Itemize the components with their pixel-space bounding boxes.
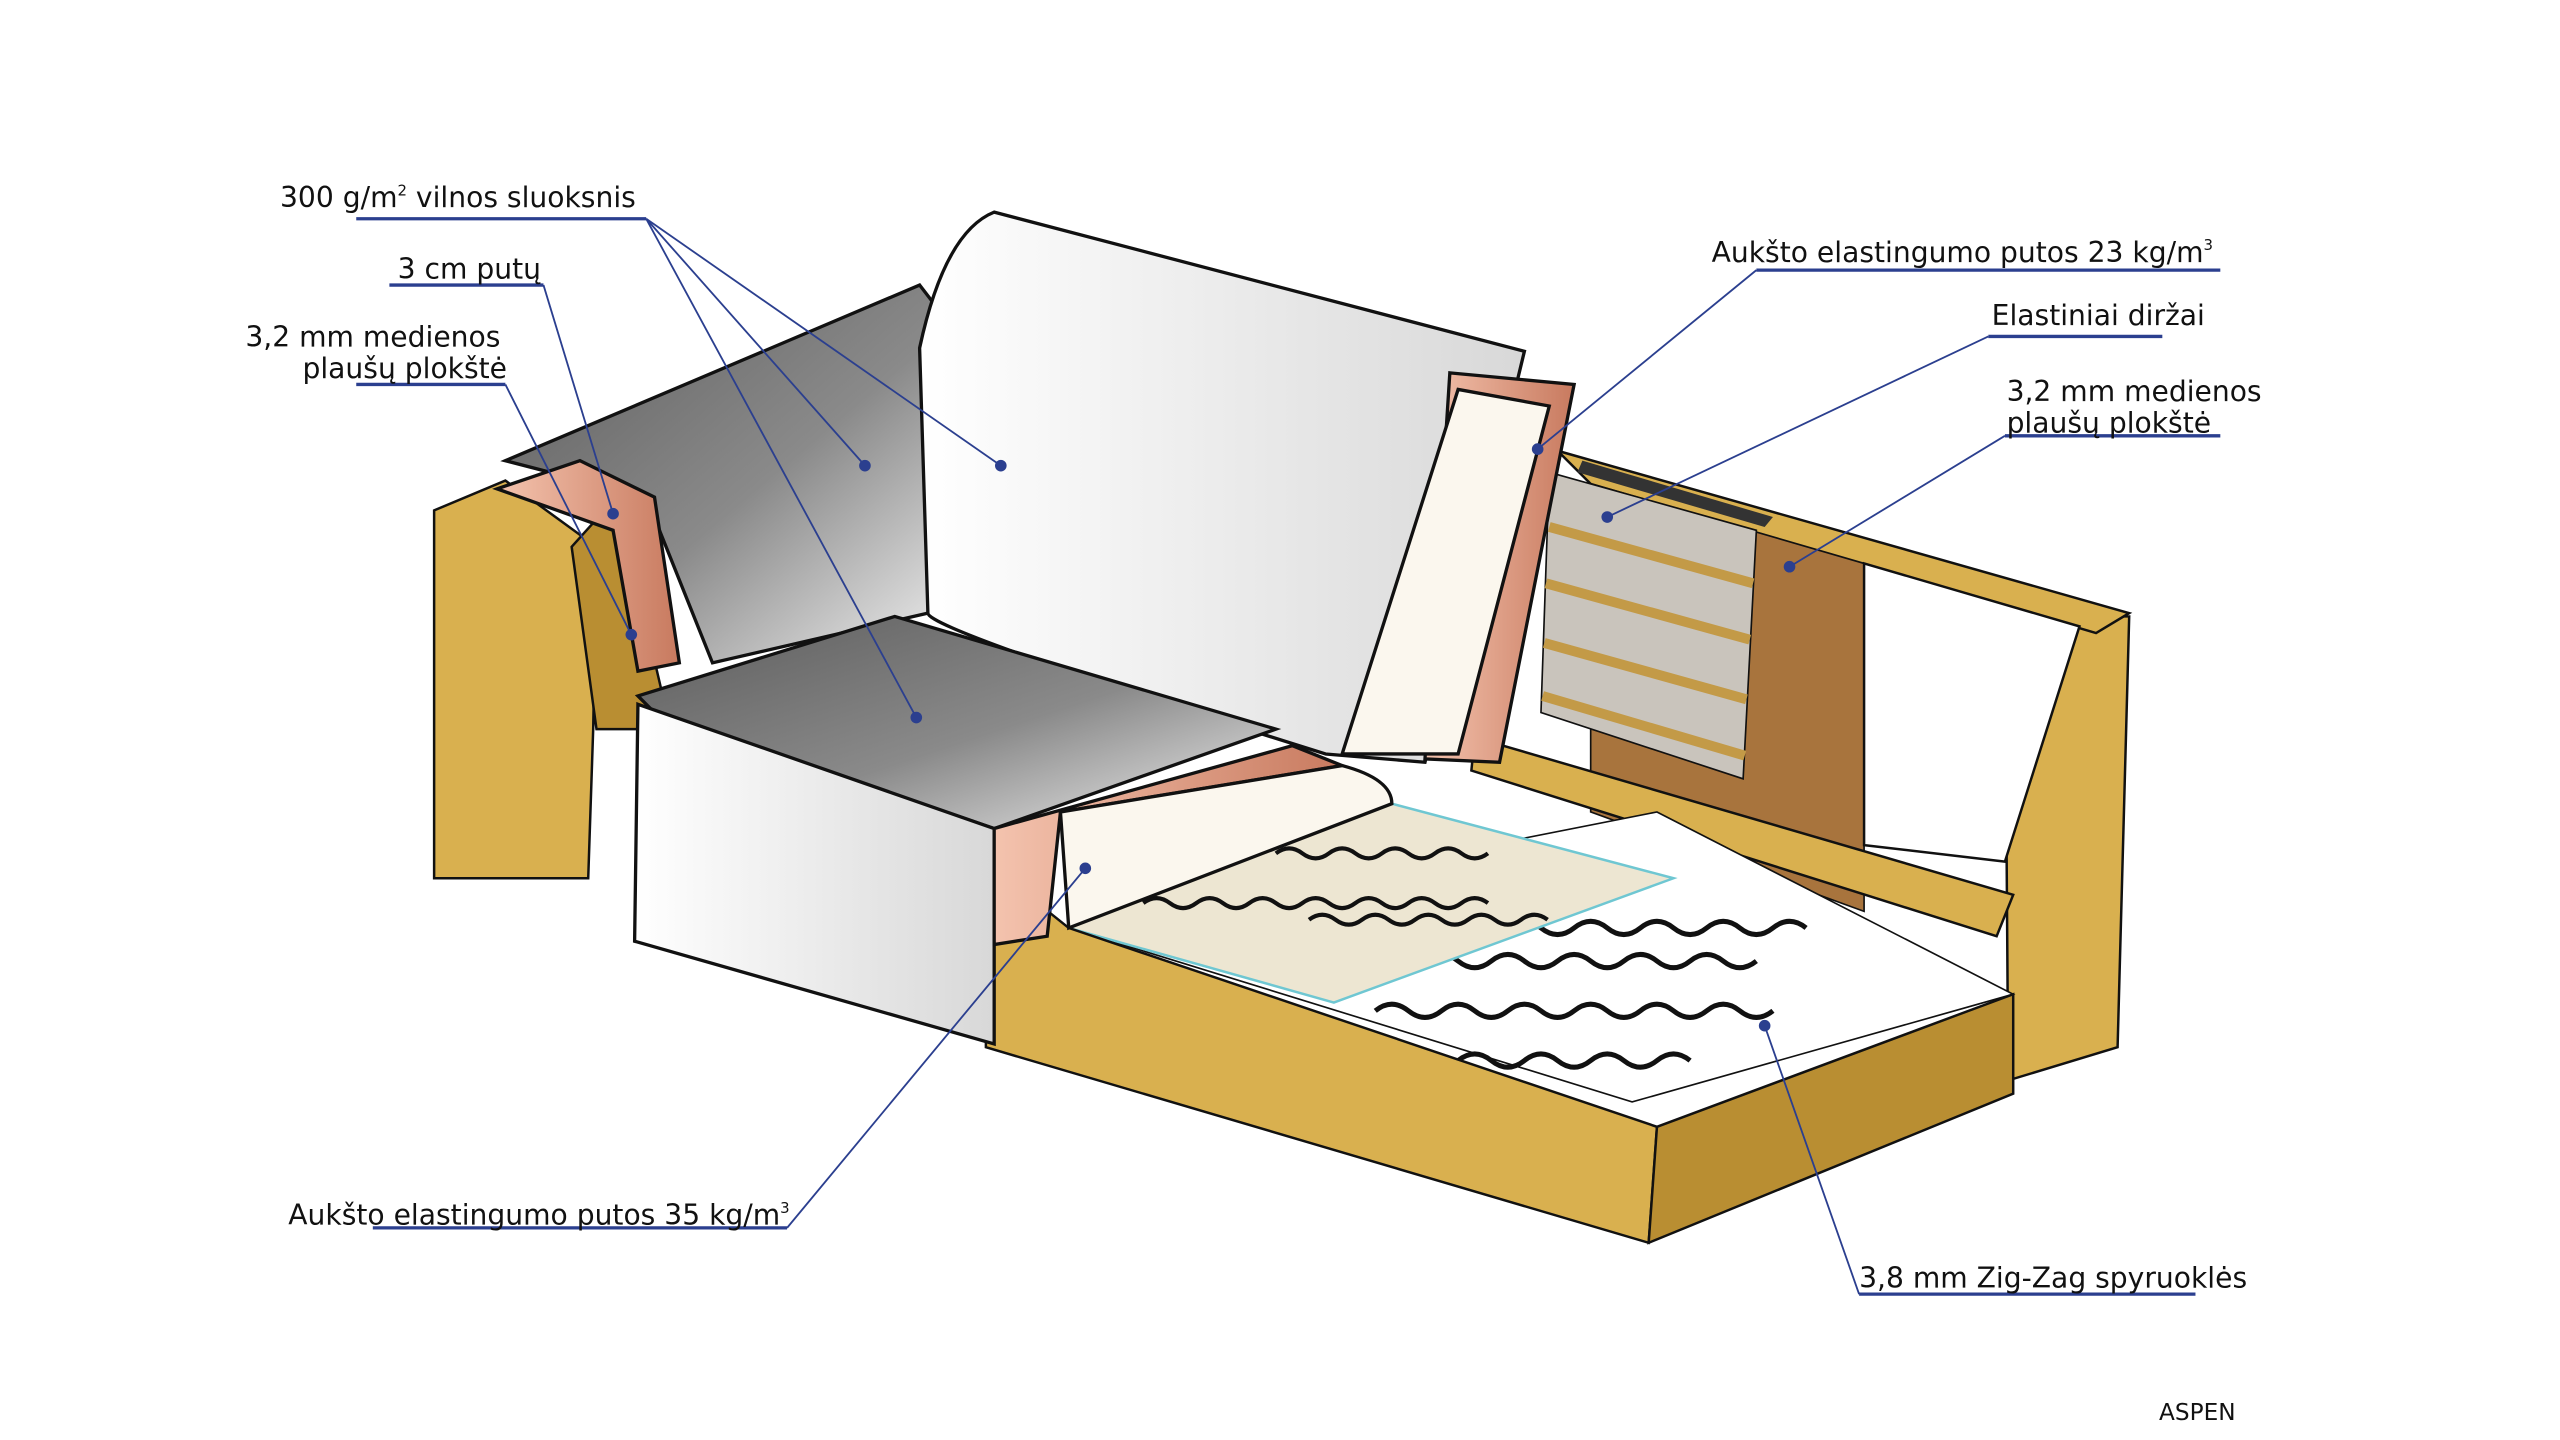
label-foam-35: Aukšto elastingumo putos 35 kg/m3 <box>288 1199 789 1232</box>
sofa-frame <box>432 448 2133 1245</box>
label-fiberboard-right-line2: plaušų plokštė <box>2007 407 2212 440</box>
model-name: ASPEN <box>2159 1399 2236 1426</box>
leader-lines <box>356 217 2221 1296</box>
labels: 300 g/m2 vilnos sluoksnis 3 cm putų 3,2 … <box>245 181 2261 1426</box>
label-foam-3cm: 3 cm putų <box>398 252 541 285</box>
label-fiberboard-left-line2: plaušų plokštė <box>302 352 507 385</box>
label-wool-layer: 300 g/m2 vilnos sluoksnis <box>280 181 636 214</box>
label-fiberboard-right-line1: 3,2 mm medienos <box>2007 375 2262 408</box>
label-foam-23: Aukšto elastingumo putos 23 kg/m3 <box>1712 236 2213 269</box>
label-fiberboard-left-line1: 3,2 mm medienos <box>245 320 500 353</box>
label-zigzag-springs: 3,8 mm Zig-Zag spyruoklės <box>1859 1262 2247 1295</box>
label-elastic-belts: Elastiniai diržai <box>1992 299 2205 332</box>
cushions <box>492 210 1577 1047</box>
